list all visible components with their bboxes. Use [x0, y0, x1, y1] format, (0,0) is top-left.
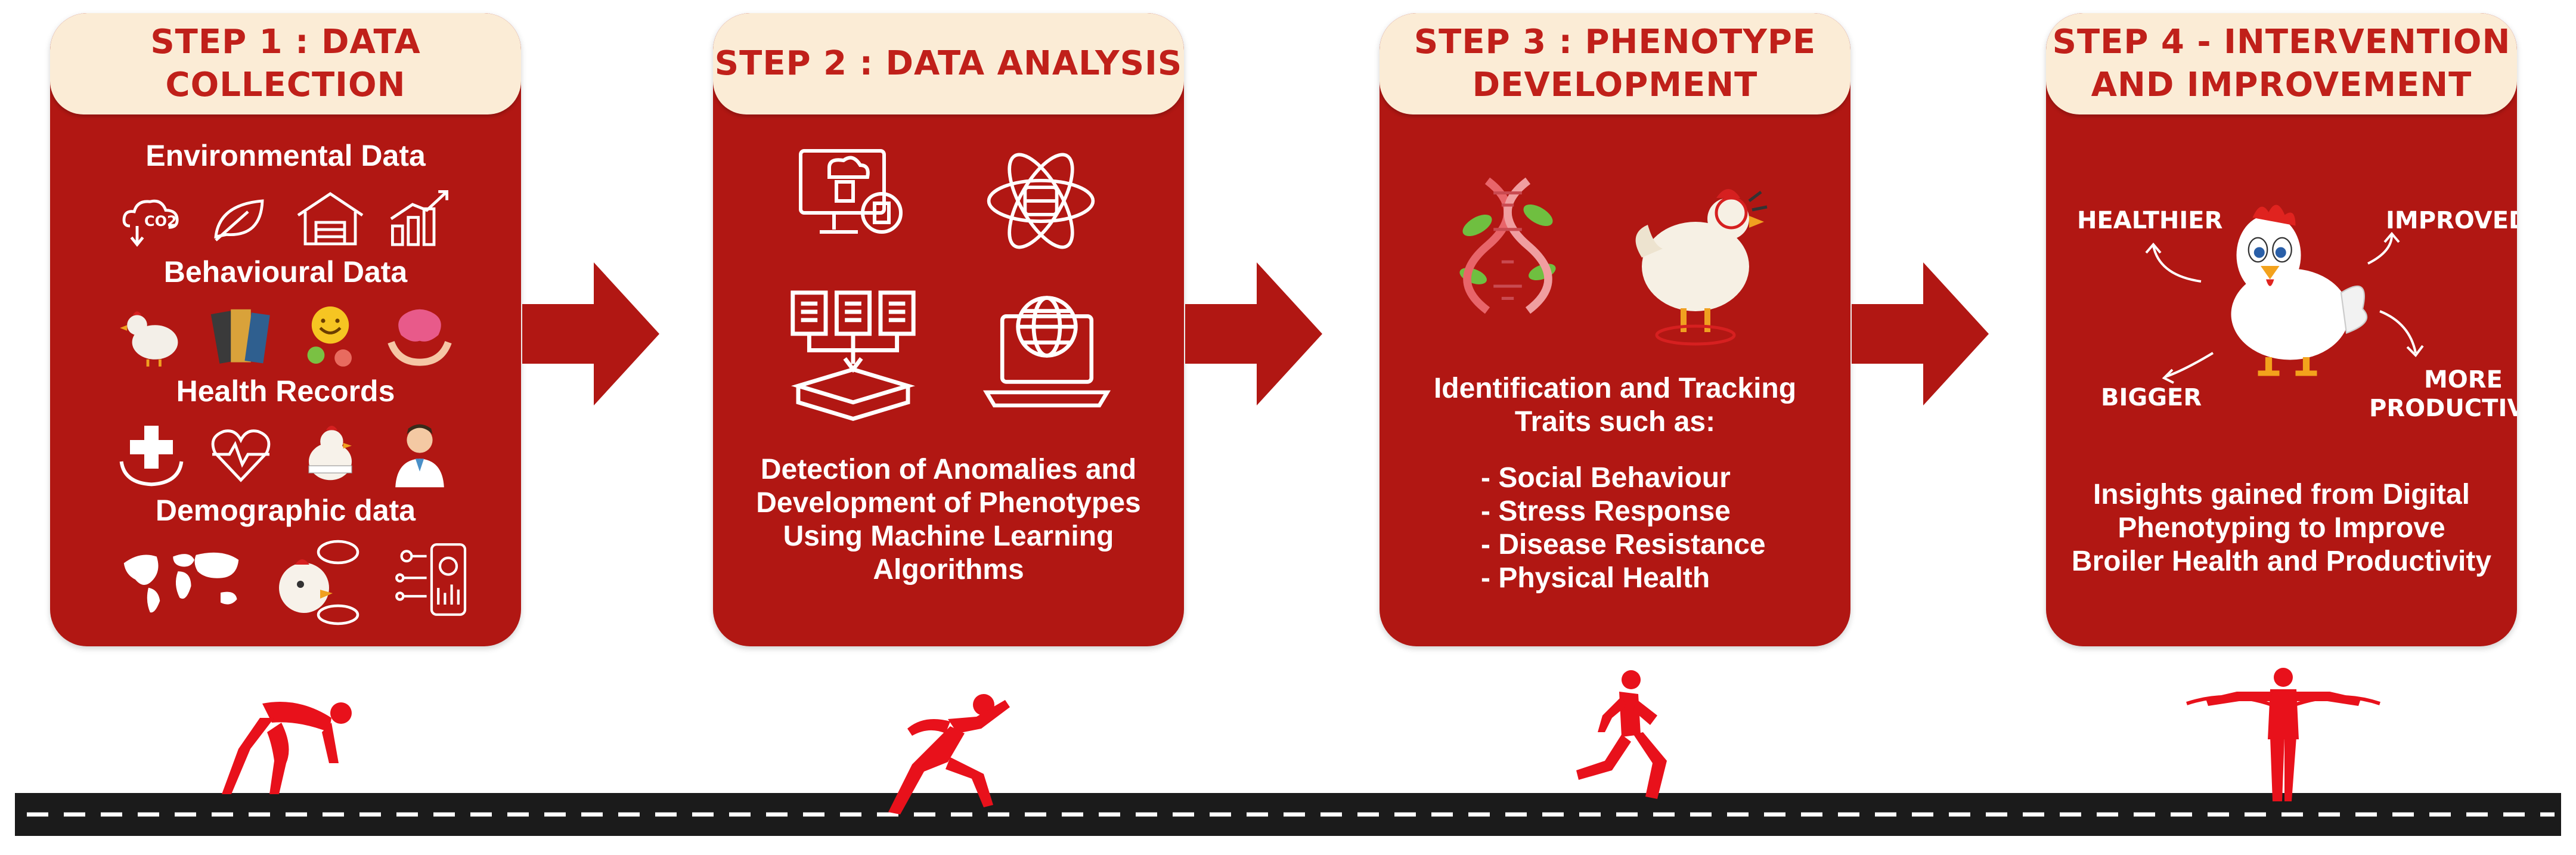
cartoon-chicken-icon: [2231, 205, 2368, 376]
environmental-data-title: Environmental Data: [145, 139, 426, 172]
growth-chart-icon: [390, 190, 448, 246]
trait-stress-response: - Stress Response: [1481, 495, 1731, 527]
step-4-header: STEP 4 - INTERVENTION AND IMPROVEMENT: [2046, 13, 2517, 114]
leaf-icon: [214, 199, 264, 241]
arrow-2-to-3: [1185, 262, 1322, 405]
step-4-title: STEP 4 - INTERVENTION AND IMPROVEMENT: [2052, 23, 2511, 104]
label-bigger: BIGGER: [2101, 384, 2202, 411]
step-2-description: Detection of Anomalies and Development o…: [756, 454, 1141, 586]
step-3-title: STEP 3 : PHENOTYPE DEVELOPMENT: [1413, 23, 1816, 104]
step-4-description: Insights gained from Digital Phenotyping…: [2071, 479, 2492, 577]
brain-hands-icon: [388, 309, 452, 366]
traits-list: - Social Behaviour - Stress Response - D…: [1481, 461, 1766, 595]
world-map-icon: [123, 552, 239, 613]
demographic-data-title: Demographic data: [155, 494, 416, 527]
runner-sprint-icon: [888, 694, 1010, 814]
step-4-card: STEP 4 - INTERVENTION AND IMPROVEMENT HE…: [2046, 13, 2517, 646]
mobile-analytics-icon: [395, 543, 467, 616]
chicken-speech-icon: [279, 540, 359, 625]
step-1-title: STEP 1 : DATA COLLECTION: [150, 23, 421, 104]
chicken-doctor-icon: [308, 426, 352, 481]
behavioural-icons: [116, 299, 455, 371]
step-1-header: STEP 1 : DATA COLLECTION: [50, 13, 521, 114]
label-healthier: HEALTHIER: [2077, 207, 2223, 234]
arrow-1-to-2: [522, 262, 659, 405]
trait-physical-health: - Physical Health: [1481, 562, 1710, 594]
environmental-icons: CO2: [116, 183, 455, 255]
health-records-title: Health Records: [176, 374, 395, 408]
co2-icon: CO2: [122, 199, 179, 247]
medical-cross-hands-icon: [119, 426, 184, 487]
documents-to-box-icon: [791, 290, 916, 422]
step-3-header: STEP 3 : PHENOTYPE DEVELOPMENT: [1380, 13, 1850, 114]
trait-disease-resistance: - Disease Resistance: [1481, 529, 1766, 560]
step-3-description: Identification and Tracking Traits such …: [1433, 373, 1797, 438]
label-more: MORE: [2424, 366, 2503, 394]
improvement-arrows: [2145, 231, 2424, 384]
step-2-header: STEP 2 : DATA ANALYSIS: [713, 13, 1184, 114]
step-1-card: STEP 1 : DATA COLLECTION Environmental D…: [50, 13, 521, 646]
runner-crouch-start-icon: [222, 702, 352, 794]
step-2-title: STEP 2 : DATA ANALYSIS: [714, 44, 1183, 83]
label-productivity: PRODUCTIVITY: [2369, 395, 2517, 422]
atom-server-icon: [987, 153, 1095, 249]
arrow-3-to-4: [1852, 262, 1989, 405]
laptop-globe-icon: [982, 296, 1111, 408]
records-books-icon: [210, 309, 270, 364]
doctor-icon: [395, 424, 444, 488]
hen-icon: [120, 311, 178, 367]
dna-leaves-icon: [1459, 177, 1556, 314]
heartbeat-icon: [211, 429, 271, 482]
runner-finish-line-icon: [2186, 668, 2380, 801]
chicken-target-icon: [1635, 189, 1768, 346]
monitor-database-icon: [799, 149, 903, 234]
running-track: [15, 793, 2561, 836]
label-improved: IMPROVED: [2386, 207, 2517, 234]
runner-jogging-icon: [1576, 670, 1667, 799]
svg-text:CO2: CO2: [144, 213, 177, 230]
behavioural-data-title: Behavioural Data: [163, 255, 408, 289]
trait-social-behaviour: - Social Behaviour: [1481, 462, 1731, 494]
health-icons: [116, 419, 455, 490]
demographic-icons: [116, 538, 473, 627]
emoji-faces-icon: [307, 306, 352, 367]
step-3-card: STEP 3 : PHENOTYPE DEVELOPMENT Identific…: [1380, 13, 1850, 646]
barn-icon: [297, 192, 364, 246]
step-2-card: STEP 2 : DATA ANALYSIS Detection of Anom…: [713, 13, 1184, 646]
